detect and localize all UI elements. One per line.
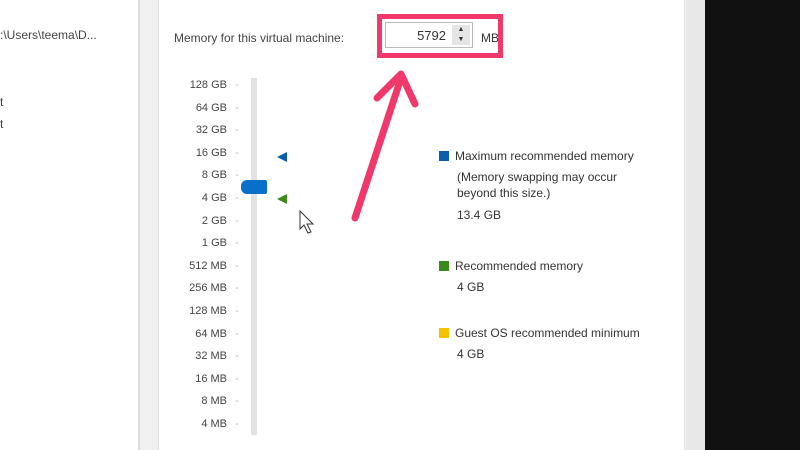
max-recommended-marker <box>277 152 287 162</box>
scale-tick: 64 MB <box>177 328 238 340</box>
recommended-marker <box>277 194 287 204</box>
legend-title: Guest OS recommended minimum <box>455 326 640 340</box>
rec-color-swatch <box>439 261 449 271</box>
memory-slider-track[interactable] <box>251 78 257 435</box>
legend-title: Maximum recommended memory <box>455 149 634 163</box>
memory-label: Memory for this virtual machine: <box>174 31 345 45</box>
legend-value: 4 GB <box>457 347 485 361</box>
legend-minimum: Guest OS recommended minimum 4 GB <box>439 326 640 362</box>
memory-spinbox[interactable]: 5792 ▲▼ <box>385 22 473 48</box>
scale-tick: 256 MB <box>177 282 239 294</box>
scale-tick: 4 MB <box>177 418 238 430</box>
scrollbar-strip <box>686 0 705 450</box>
left-item: t <box>0 117 4 131</box>
legend-value: 13.4 GB <box>457 208 502 222</box>
legend-value: 4 GB <box>457 280 485 294</box>
scale-tick: 32 GB <box>177 124 239 136</box>
memory-input[interactable]: 5792 <box>417 28 446 43</box>
scale-tick: 4 GB <box>177 192 239 204</box>
legend-recommended: Recommended memory 4 GB <box>439 259 583 295</box>
scale-tick: 16 GB <box>177 147 239 159</box>
mouse-cursor-icon <box>299 210 315 234</box>
scale-tick: 8 MB <box>177 395 238 407</box>
scale-tick: 1 GB <box>177 237 239 249</box>
scale-tick: 128 GB <box>177 79 239 91</box>
scale-tick: 2 GB <box>177 215 239 227</box>
legend-title: Recommended memory <box>455 259 584 273</box>
max-color-swatch <box>439 151 449 161</box>
down-arrow-icon[interactable]: ▼ <box>457 36 465 43</box>
background-dark <box>705 0 800 450</box>
memory-unit: MB <box>481 31 499 45</box>
annotation-arrow-icon <box>351 70 419 222</box>
memory-slider-thumb[interactable] <box>241 180 267 194</box>
up-arrow-icon[interactable]: ▲ <box>457 26 465 33</box>
scale-tick: 32 MB <box>177 350 238 362</box>
left-item: t <box>0 95 4 109</box>
scale-tick: 8 GB <box>177 169 239 181</box>
min-color-swatch <box>439 328 449 338</box>
vm-path: :\Users\teema\D... <box>0 28 97 42</box>
legend-max: Maximum recommended memory (Memory swapp… <box>439 149 634 223</box>
spin-arrows[interactable]: ▲▼ <box>452 25 470 45</box>
scale-tick: 128 MB <box>177 305 239 317</box>
legend-note: (Memory swapping may occur beyond this s… <box>457 170 618 200</box>
memory-settings-panel: Memory for this virtual machine: 5792 ▲▼… <box>158 0 685 450</box>
scale-tick: 512 MB <box>177 260 239 272</box>
scale-tick: 64 GB <box>177 102 239 114</box>
highlight-box <box>377 14 503 58</box>
left-panel: :\Users\teema\D... t t <box>0 0 140 450</box>
scale-tick: 16 MB <box>177 373 238 385</box>
